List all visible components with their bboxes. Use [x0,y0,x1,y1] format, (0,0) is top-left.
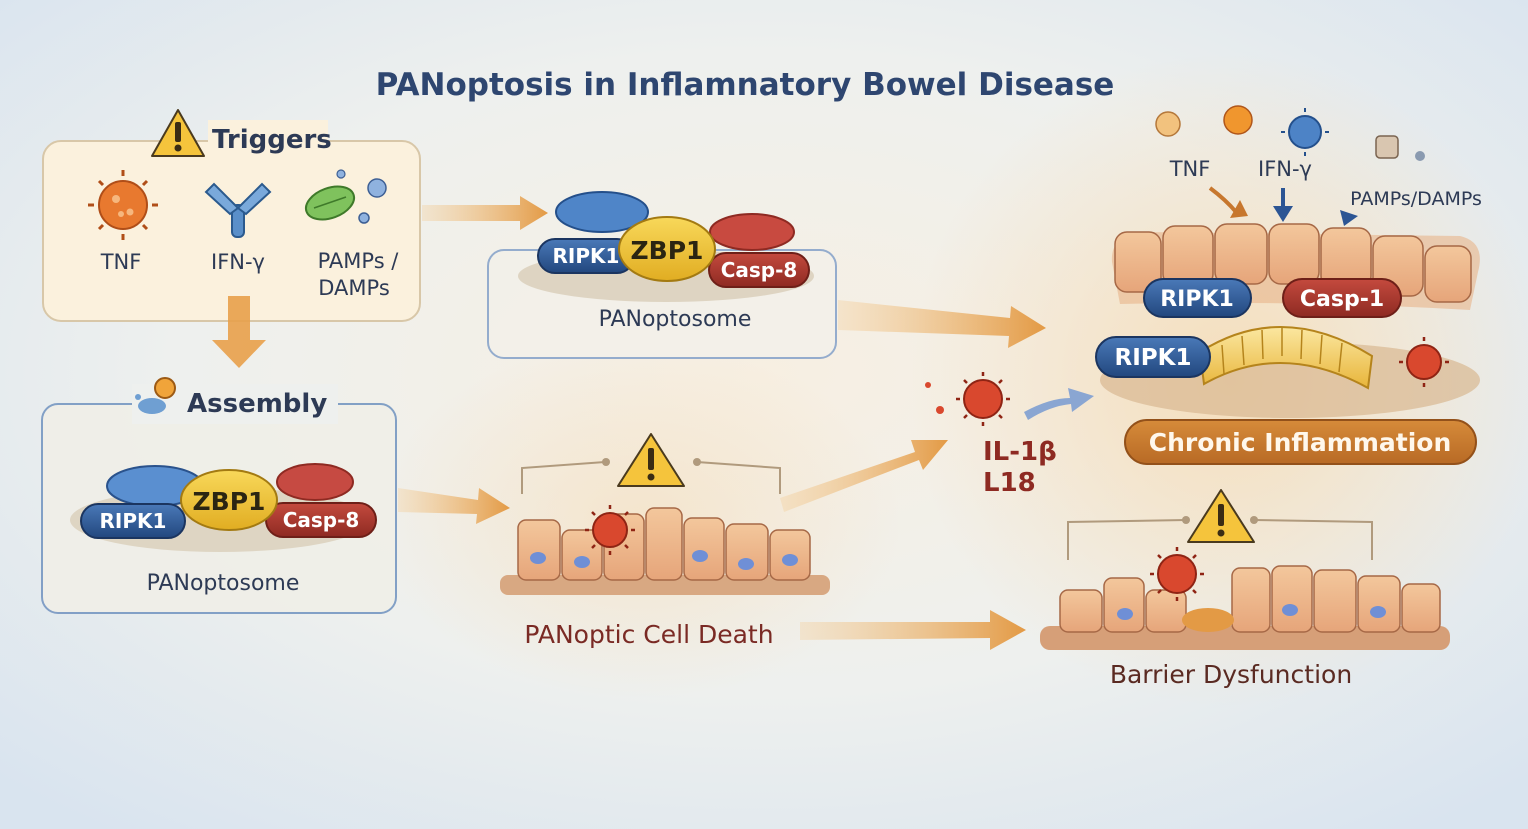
trigger-label-tnf: TNF [100,250,142,274]
assembly-panel: Assembly RIPK1 Casp-8 ZBP1 PANoptosome [41,377,397,614]
cell-death-label: PANoptic Cell Death [524,620,773,649]
blue-virus-icon [1281,108,1329,156]
trigger-label-ifn: IFN-γ [211,250,265,274]
inflammation-tnf-label: TNF [1169,157,1211,181]
panoptosome-label: PANoptosome [599,307,752,332]
panoptosome-casp8-label: Casp-8 [721,258,798,282]
diagram-title: PANoptosis in Inflamnatory Bowel Disease [376,67,1115,103]
arrow-pamps-down [1340,210,1358,226]
arrow-triggers-to-assembly [212,296,266,368]
inflammation-ripk1-top-label: RIPK1 [1160,287,1234,312]
ifn-antibody-icon [204,182,272,238]
arrow-celldeath-to-cytokines [780,440,948,512]
virus-icon [1150,547,1204,601]
cell-death-panel: PANoptic Cell Death [500,433,830,649]
panoptosome-zbp1-label: ZBP1 [631,236,704,265]
virus-icon [585,505,635,555]
triggers-panel: Triggers TNF [42,109,421,322]
warning-icon [151,109,205,157]
damaged-barrier-epithelium [1040,565,1450,650]
triggers-heading: Triggers [212,125,332,155]
assembly-casp8-label: Casp-8 [283,508,360,532]
inflammation-panel: TNF IFN-γ PAMPs/DAMPs RIPK1 Casp-1 [1095,105,1482,465]
inflammation-pamps-label: PAMPs/DAMPs [1350,188,1482,210]
inflammation-casp1-label: Casp-1 [1300,287,1384,312]
chronic-inflammation-banner [1124,419,1477,465]
tnf-virus-icon [88,170,158,240]
arrow-panoptosome-to-inflammation [838,300,1046,348]
trigger-label-damps: DAMPs [318,276,390,300]
arrow-celldeath-to-barrier [800,610,1026,650]
arrow-tnf-down [1208,186,1238,214]
cytokine-il1b-label: IL-1β [983,437,1057,467]
assembly-panoptosome-label: PANoptosome [147,571,300,596]
assembly-heading: Assembly [187,389,327,419]
panoptosome-panel: RIPK1 Casp-8 ZBP1 PANoptosome [487,191,837,359]
cytokine-il18-label: L18 [983,468,1036,498]
inflammation-ifn-label: IFN-γ [1258,157,1312,181]
assembly-icon [135,377,176,414]
arrow-assembly-to-celldeath [398,488,510,524]
assembly-ripk1-label: RIPK1 [100,509,167,533]
inflammation-ripk1-bottom-label: RIPK1 [1115,345,1192,371]
panoptosome-ripk1-label: RIPK1 [553,244,620,268]
inflammasome-filament [1198,326,1374,390]
virus-icon [1399,337,1449,387]
chronic-inflammation-label: Chronic Inflammation [1149,428,1452,457]
cytokine-release: IL-1β L18 [925,372,1057,498]
virus-icon [956,372,1010,426]
assembly-zbp1-label: ZBP1 [193,487,266,516]
arrow-cytokines-to-inflammation [1024,388,1094,420]
barrier-panel: Barrier Dysfunction [1040,489,1450,689]
debris-icons [1155,105,1425,161]
pamps-microbe-icon [304,169,387,224]
warning-icon [617,433,685,487]
barrier-dysfunction-label: Barrier Dysfunction [1110,660,1352,689]
warning-icon [1187,489,1255,543]
arrow-triggers-to-panoptosome [422,196,548,230]
trigger-label-pamps: PAMPs / [318,249,400,273]
assembly-complex: RIPK1 Casp-8 ZBP1 [70,463,377,552]
